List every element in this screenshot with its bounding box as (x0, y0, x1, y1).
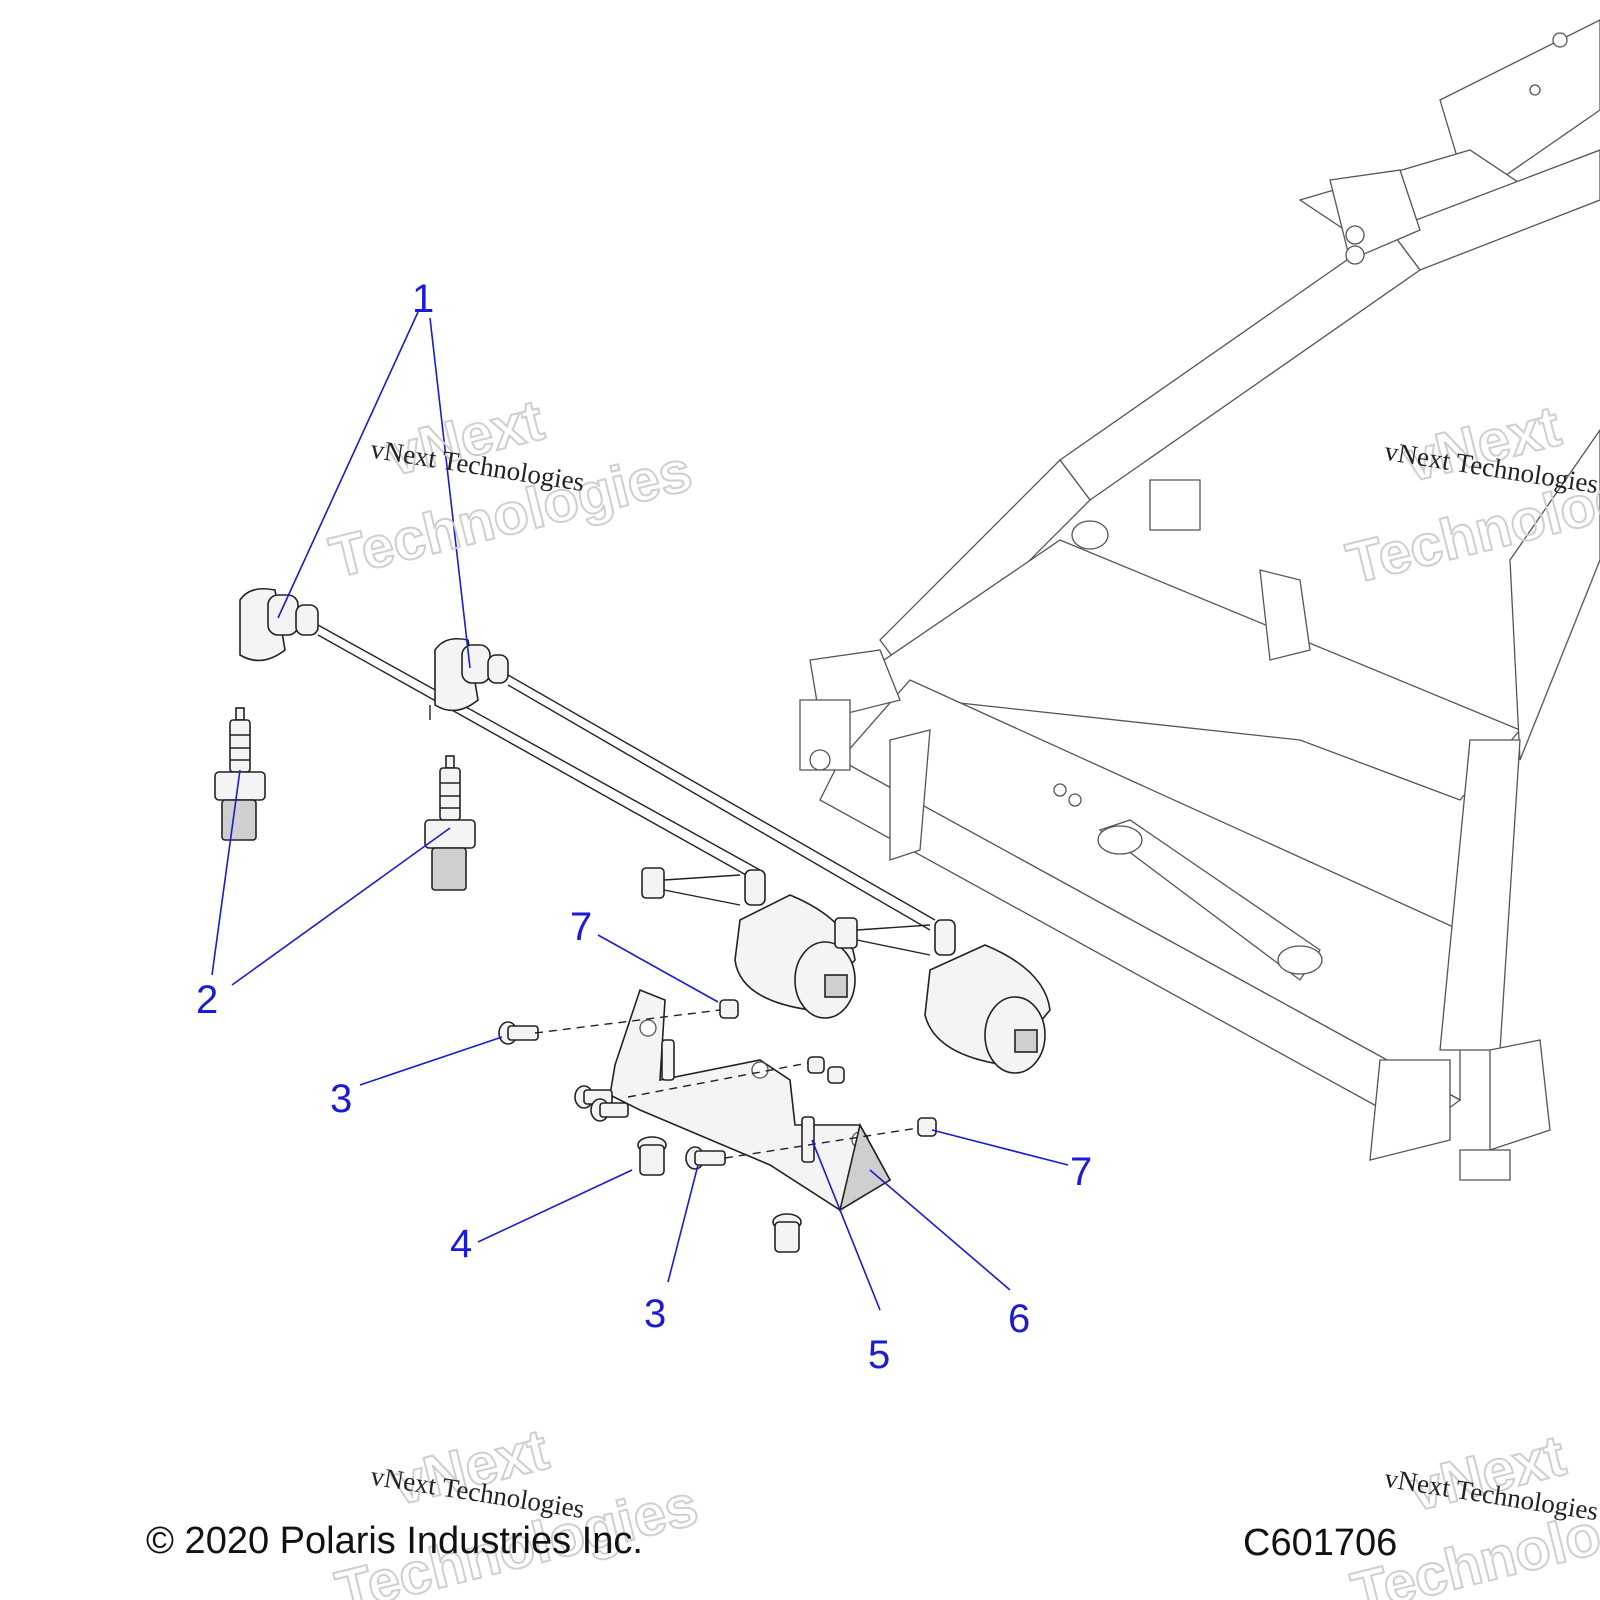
callout-7-upper: 7 (570, 905, 592, 949)
spark-plug-wire-2 (429, 637, 936, 931)
bolt-upper (498, 1021, 539, 1045)
bolt-left-pair (574, 1085, 629, 1122)
callout-3-upper: 3 (330, 1077, 352, 1121)
ignition-coil-bracket (609, 988, 892, 1212)
nut-pair (807, 1056, 845, 1084)
spark-plug-wire-1 (239, 587, 761, 881)
callout-1: 1 (412, 277, 434, 321)
alignment-line-lower (724, 1127, 919, 1159)
nut-upper (719, 999, 739, 1019)
ignition-coil-1 (641, 867, 856, 1019)
callout-3-lower: 3 (644, 1292, 666, 1336)
grommet-right (772, 1213, 802, 1253)
vehicle-frame (799, 19, 1600, 1181)
leader-lines (211, 311, 1069, 1311)
ignition-coil-2 (834, 917, 1051, 1074)
callout-5: 5 (868, 1333, 890, 1377)
grommet-left (637, 1136, 667, 1176)
alignment-line-middle (627, 1062, 809, 1098)
callout-4: 4 (450, 1222, 472, 1266)
copyright-text: © 2020 Polaris Industries Inc. (146, 1520, 643, 1562)
callout-6: 6 (1008, 1297, 1030, 1341)
stud-bracket (661, 1039, 815, 1163)
spark-plug-left (214, 707, 266, 841)
callout-7-lower: 7 (1070, 1150, 1092, 1194)
alignment-line-upper (534, 1009, 721, 1034)
bolt-lower (685, 1146, 726, 1170)
spark-plug-right (424, 755, 476, 891)
diagram-code: C601706 (1243, 1522, 1398, 1564)
nut-lower (917, 1117, 937, 1137)
callout-2: 2 (196, 978, 218, 1022)
